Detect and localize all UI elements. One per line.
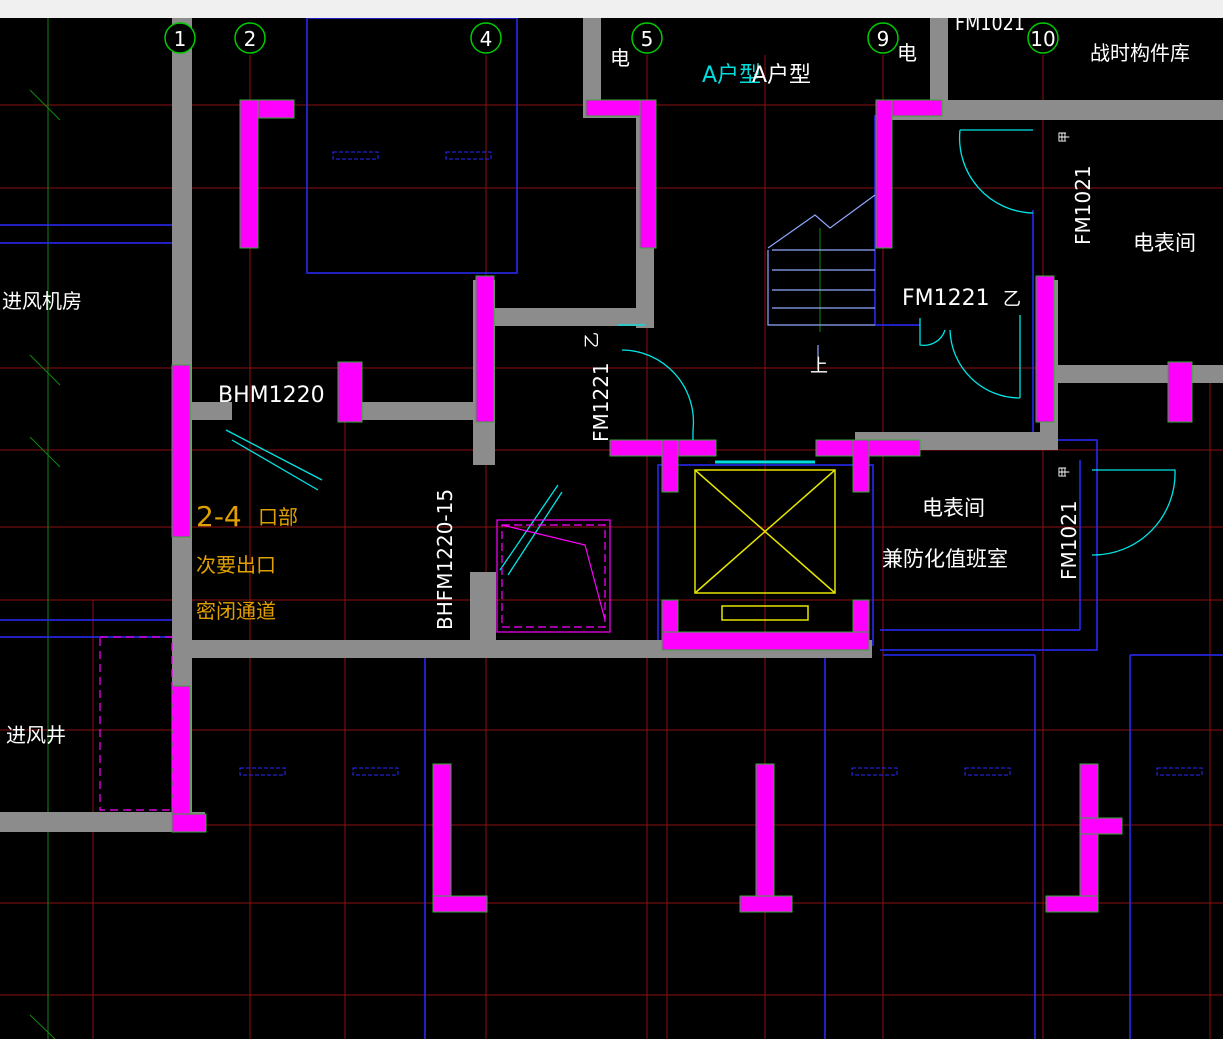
door-swing-icon [958,129,1034,214]
label-dian-right: 电 [897,41,917,65]
door-swings [225,129,1176,576]
label-a-huxing-2: A户型 [752,63,811,88]
axis-bubble-icon [164,22,196,54]
label-yi-left: 乙 [582,332,601,348]
axis-bubble-icon [234,22,266,54]
door-swing-icon [919,318,946,347]
label-jia-2: 甲 [1057,466,1071,478]
green-guides [29,18,821,1039]
axis-bubbles [164,22,1059,54]
label-jinfeng-jifang: 进风机房 [2,289,82,313]
label-fm1021-top: FM1021 [955,18,1025,35]
axis-bubble-icon [867,22,899,54]
label-fm1021-right1: FM1021 [1071,165,1095,245]
label-mibi-tongdao: 密闭通道 [196,599,276,623]
label-shang: 上 [810,356,828,377]
label-yi-right: 乙 [1003,289,1021,310]
label-jinfeng-jing: 进风井 [6,723,66,747]
vent-shaft [99,519,611,811]
label-sub-bu: 口部 [258,505,298,529]
door-swing-icon [621,349,695,431]
axis-label-9: 9 [877,27,890,51]
label-dianbiaojian-2: 电表间 [922,496,985,520]
axis-label-4: 4 [480,27,493,51]
axis-label-10: 10 [1030,27,1055,51]
columns [171,99,1193,913]
elevator-cross-icon [694,469,836,621]
stair-icon [767,194,876,370]
label-ciyao-chukou: 次要出口 [196,553,276,577]
label-bhm1220: BHM1220 [218,383,325,408]
label-fm1221-left: FM1221 [589,362,613,442]
label-dian-left: 电 [610,46,630,70]
door-swing-icon [1091,469,1176,556]
axis-bubble-icon [470,22,502,54]
axis-label-5: 5 [641,27,654,51]
door-swing-icon [949,329,1021,399]
floor-plan[interactable]: 1 2 4 5 9 10 FM1021 战时构件库 电 电 A户型 A户型 甲 … [0,18,1223,1039]
label-fm1221-right: FM1221 [902,286,990,311]
label-a-huxing-1: A户型 [702,63,761,88]
label-bhfm1220-15: BHFM1220-15 [433,489,457,630]
label-sub-2-4: 2-4 [196,500,242,533]
axis-bubble-icon [631,22,663,54]
axis-bubble-icon [1027,22,1059,54]
axis-label-1: 1 [174,27,187,51]
blue-lines [0,18,1223,1039]
label-jianfanghua-zhibanshi: 兼防化值班室 [882,547,1008,571]
cad-canvas[interactable]: 1 2 4 5 9 10 FM1021 战时构件库 电 电 A户型 A户型 甲 … [0,18,1223,1039]
label-dianbiaojian-1: 电表间 [1133,231,1196,255]
window-top-bar [0,0,1223,18]
fixtures [239,151,1203,776]
label-fm1021-right2: FM1021 [1057,500,1081,580]
axis-label-2: 2 [244,27,257,51]
label-zhanshi-goujianku: 战时构件库 [1090,41,1190,65]
label-jia-1: 甲 [1057,131,1071,143]
